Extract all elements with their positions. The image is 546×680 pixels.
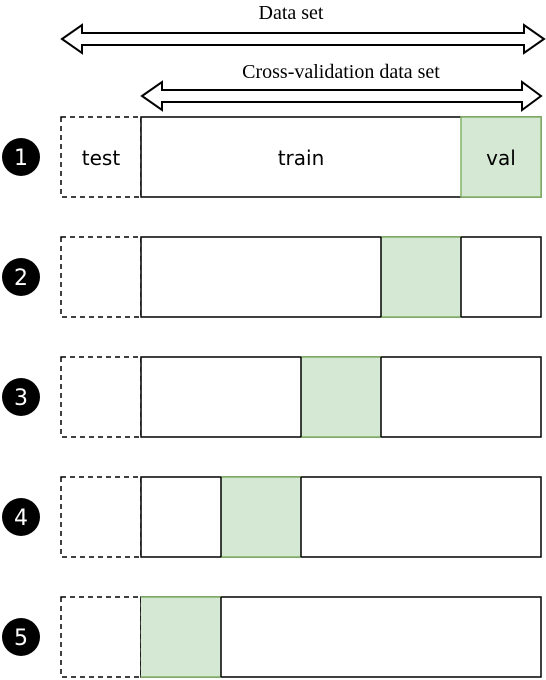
fold-row-4: 4 xyxy=(2,476,542,558)
fold-number: 5 xyxy=(14,626,28,651)
val-segment xyxy=(141,597,221,677)
fold-number-badge xyxy=(2,258,40,296)
val-segment xyxy=(221,477,301,557)
fold-row-3: 3 xyxy=(2,356,542,438)
train-bar xyxy=(140,476,542,558)
fold-row-2: 2 xyxy=(2,236,542,318)
fold-row-1: 1 test train val xyxy=(2,116,542,198)
folds: 1 test train val 2 3 4 5 xyxy=(2,116,542,678)
dataset-arrow xyxy=(60,23,546,55)
val-label: val xyxy=(486,146,516,170)
train-bar xyxy=(140,236,542,318)
cv-label: Cross-validation data set xyxy=(242,61,440,83)
test-box xyxy=(60,476,142,558)
cv-arrow-shape xyxy=(140,80,543,112)
fold-number: 4 xyxy=(14,506,28,531)
fold-number: 2 xyxy=(14,266,28,291)
dataset-arrow-shape xyxy=(60,23,546,55)
fold-number-badge xyxy=(2,498,40,536)
val-segment xyxy=(301,357,381,437)
fold-number: 3 xyxy=(14,386,28,411)
test-box xyxy=(60,596,142,678)
fold-row-5: 5 xyxy=(2,596,542,678)
val-segment xyxy=(461,117,541,197)
fold-number-badge xyxy=(2,138,40,176)
val-segment xyxy=(381,237,461,317)
cv-arrow xyxy=(140,80,543,112)
fold-number-badge xyxy=(2,618,40,656)
test-label: test xyxy=(82,146,121,170)
dataset-label: Data set xyxy=(259,2,324,24)
test-box xyxy=(60,356,142,438)
test-box xyxy=(60,236,142,318)
fold-number: 1 xyxy=(14,146,28,171)
val-segment-border xyxy=(460,116,542,198)
train-label: train xyxy=(278,146,325,170)
fold-number-badge xyxy=(2,378,40,416)
